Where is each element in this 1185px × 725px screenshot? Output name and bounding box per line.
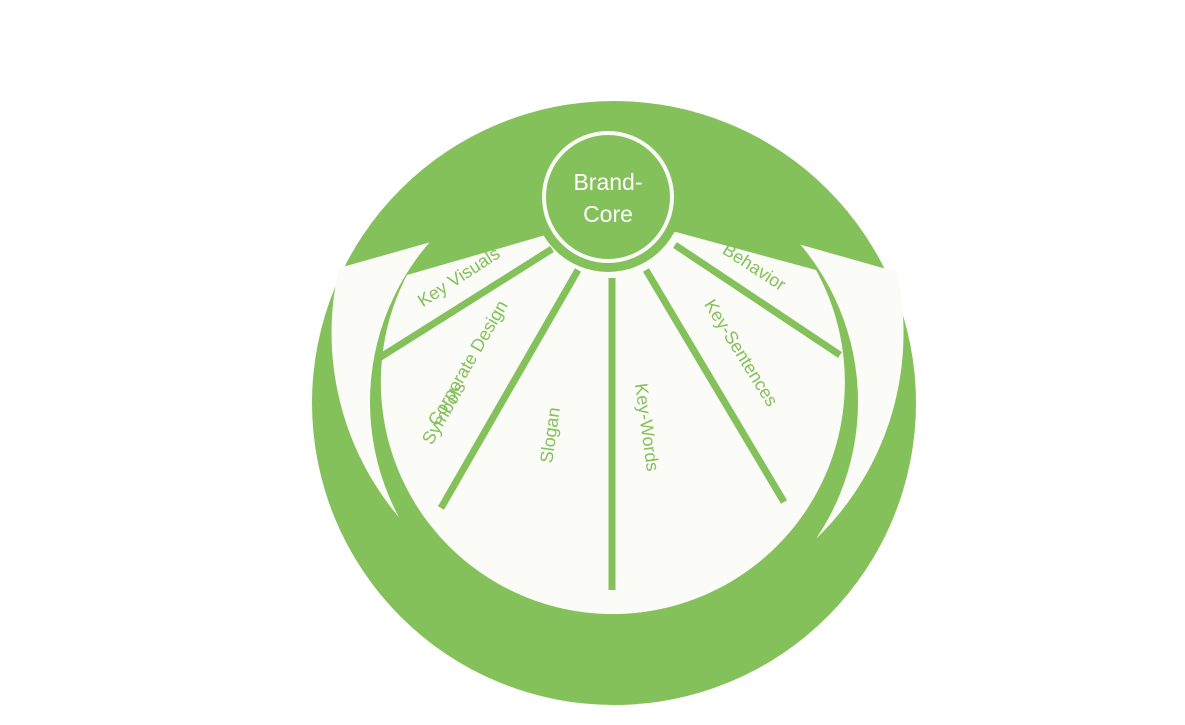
core-white-ring	[542, 131, 674, 263]
spoke-5	[673, 242, 842, 358]
spoke-4	[642, 268, 788, 504]
spokes	[377, 242, 842, 590]
spoke-2	[437, 268, 582, 510]
core-outer-circle	[533, 122, 683, 272]
core-label-line2: Core	[583, 201, 633, 227]
spoke-1	[377, 246, 554, 361]
core-label-line1: Brand-	[573, 169, 642, 195]
